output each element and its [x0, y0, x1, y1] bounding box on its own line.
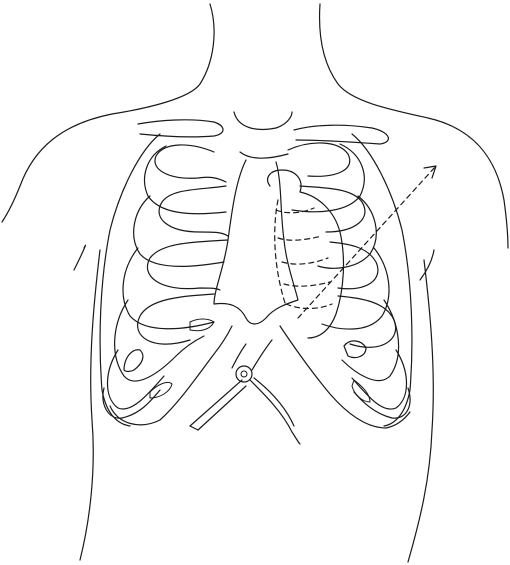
neck-left [2, 4, 214, 222]
tube-upper-right [252, 340, 272, 370]
heart-dash-left [275, 200, 286, 306]
tube-wall-outer [190, 380, 242, 426]
tube-end-cap [190, 426, 198, 430]
heart-dash-4 [284, 282, 330, 286]
rib-right-1 [288, 143, 350, 176]
costal-cartilage-right [344, 341, 366, 358]
rib-left-outer [100, 134, 160, 426]
rib-left-5 [147, 240, 228, 290]
direction-arrow [298, 166, 436, 318]
tube-connector-inner [241, 371, 247, 377]
sternum [214, 160, 298, 324]
torso-right-edge [408, 250, 434, 562]
costal-arch-left [110, 326, 232, 425]
rib-left-2 [145, 146, 226, 214]
sternal-notch [234, 112, 292, 129]
torso-outline [2, 4, 508, 562]
rib-right-2 [292, 144, 364, 212]
torso-left-edge [74, 245, 100, 560]
rib-left-10 [103, 388, 160, 418]
ribs-left [100, 134, 228, 426]
arrow-shaft [298, 166, 436, 318]
rib-left-4 [134, 196, 224, 266]
costal-arch-right [280, 326, 410, 428]
drain-tube [190, 340, 300, 444]
rib-right-outer [352, 134, 412, 426]
rib-left-gap-2 [150, 382, 172, 398]
manubrium [240, 152, 288, 158]
clavicle-right [294, 125, 388, 144]
rib-right-3 [300, 186, 365, 232]
heart-dash-3 [282, 258, 328, 264]
ribs-right [288, 134, 412, 426]
rib-right-gap [352, 380, 370, 402]
tube-wall-inner [198, 386, 246, 430]
rib-left-1 [155, 145, 226, 182]
heart-dash-5 [286, 304, 332, 309]
tube-lead-2 [254, 378, 294, 426]
costal-cartilage-left [124, 350, 143, 372]
rib-right-9 [352, 350, 407, 409]
tube-lead [250, 380, 300, 444]
heart-outline [268, 170, 344, 338]
heart-dash-2 [278, 236, 322, 240]
tube-upper-left [232, 344, 246, 368]
heart-dashed-region [275, 200, 332, 309]
clavicle-left [138, 120, 223, 137]
rib-left-3 [159, 186, 228, 236]
clavicles [138, 112, 388, 144]
